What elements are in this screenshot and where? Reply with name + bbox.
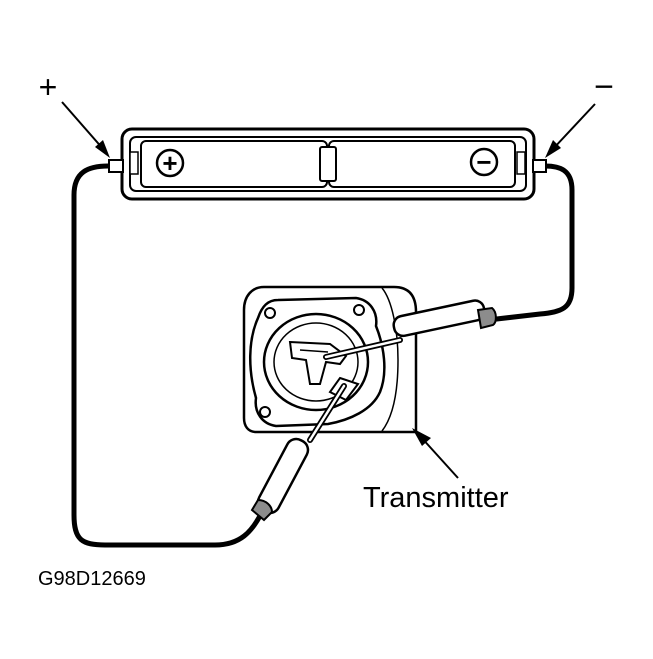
negative-test-probe-icon bbox=[323, 299, 497, 360]
transmitter-callout bbox=[412, 428, 459, 479]
positive-callout bbox=[61, 101, 110, 158]
positive-wire bbox=[71, 163, 265, 548]
battery-minus-symbol: − bbox=[476, 147, 491, 177]
transmitter-label: Transmitter bbox=[363, 482, 509, 514]
positive-test-probe-icon bbox=[250, 383, 347, 522]
figure-code: G98D12669 bbox=[38, 568, 146, 590]
negative-wire bbox=[485, 163, 575, 323]
transmitter-unit-icon bbox=[242, 285, 418, 434]
negative-callout bbox=[545, 103, 596, 158]
battery-plus-symbol: + bbox=[162, 148, 177, 178]
battery-plus-terminal-icon bbox=[155, 148, 185, 178]
battery-minus-terminal-icon bbox=[469, 147, 499, 177]
battery-pack-icon: + − bbox=[108, 127, 547, 201]
positive-sign-label: + bbox=[39, 69, 58, 105]
negative-sign-label: − bbox=[594, 68, 614, 106]
